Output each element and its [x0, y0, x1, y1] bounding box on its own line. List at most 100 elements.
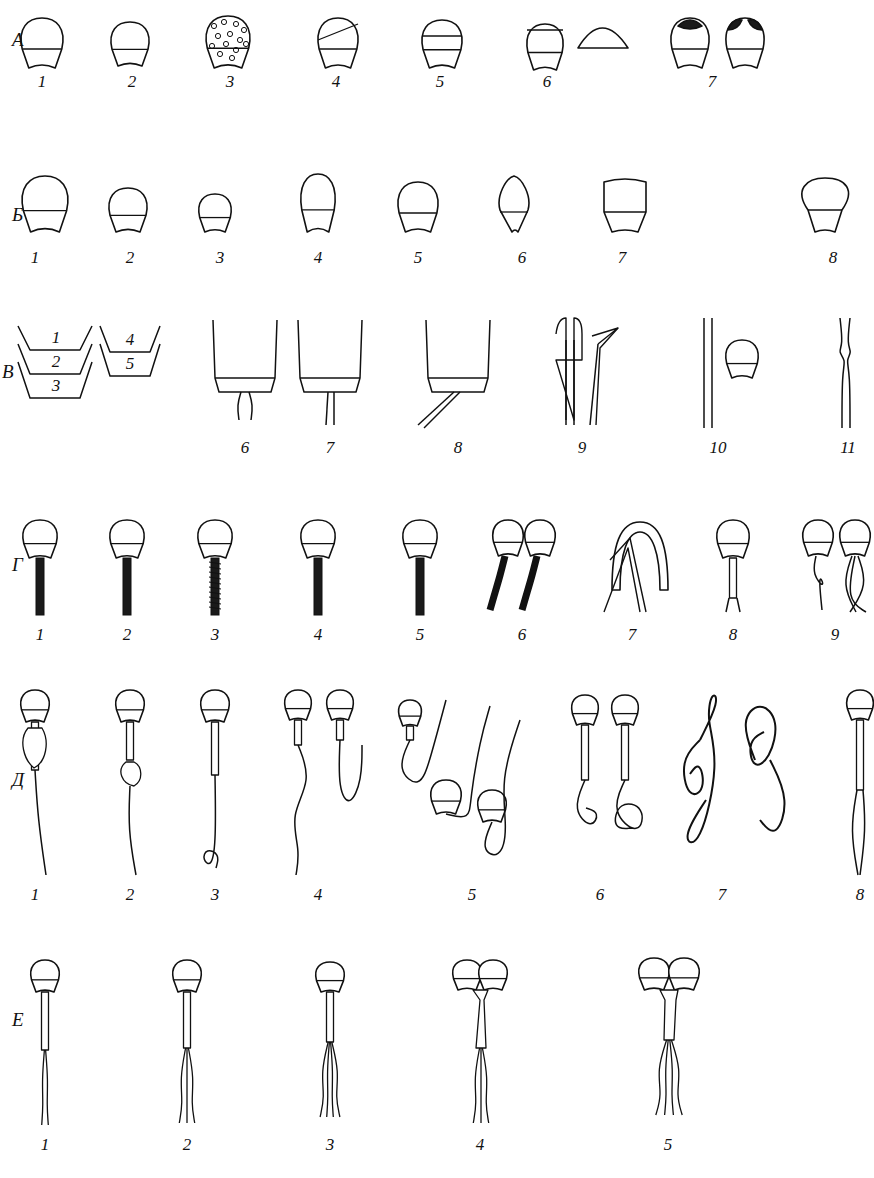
- sperm-outline: [209, 602, 221, 604]
- figure-number: 5: [664, 1135, 673, 1155]
- sperm-outline: [604, 179, 646, 232]
- sperm-outline: [285, 690, 312, 720]
- sperm-outline: [111, 543, 143, 544]
- sperm-outline: [199, 543, 231, 544]
- sperm-outline: [480, 978, 507, 979]
- figure-number: 1: [31, 885, 40, 905]
- sperm-outline: [129, 786, 136, 875]
- sperm-outline: [804, 542, 833, 543]
- figure-number: 2: [128, 72, 137, 92]
- sperm-outline: [847, 690, 874, 720]
- sperm-outline: [582, 725, 589, 780]
- sperm-outline: [612, 695, 639, 725]
- vacuole-dot: [241, 27, 246, 32]
- sperm-outline: [31, 960, 60, 992]
- sperm-outline: [711, 318, 713, 428]
- sperm-outline: [527, 24, 563, 70]
- sperm-outline: [209, 562, 221, 564]
- sperm-outline: [604, 211, 646, 212]
- sperm-outline: [337, 720, 344, 740]
- sperm-outline: [730, 558, 737, 598]
- sperm-outline: [802, 178, 849, 232]
- figure-number: 2: [126, 248, 135, 268]
- sperm-outline: [418, 392, 454, 425]
- sperm-outline: [117, 709, 144, 710]
- figure-number: 5: [414, 248, 423, 268]
- sperm-outline: [525, 520, 556, 556]
- sperm-outline: [22, 176, 68, 232]
- sperm-outline: [424, 392, 460, 428]
- row-letter: В: [2, 362, 14, 382]
- sperm-outline: [852, 790, 858, 875]
- sperm-outline: [726, 18, 764, 68]
- sperm-outline: [407, 726, 414, 740]
- sperm-outline: [403, 520, 437, 558]
- sperm-outline: [212, 722, 219, 775]
- vacuole-dot: [209, 43, 214, 48]
- sperm-outline: [22, 709, 49, 710]
- sperm-outline: [671, 18, 709, 68]
- sperm-outline: [671, 1040, 682, 1115]
- sperm-outline: [640, 977, 669, 978]
- sperm-outline: [327, 690, 354, 720]
- figure-number: 2: [126, 885, 135, 905]
- sperm-outline: [454, 978, 481, 979]
- sperm-outline: [482, 1048, 488, 1123]
- sperm-outline: [339, 740, 362, 801]
- sperm-outline: [209, 597, 221, 599]
- sperm-outline: [848, 318, 851, 428]
- sperm-outline: [110, 215, 146, 216]
- sperm-outline: [204, 775, 218, 868]
- sperm-outline: [572, 713, 597, 714]
- sperm-outline: [333, 392, 335, 425]
- midpiece: [211, 558, 219, 615]
- sperm-outline: [100, 326, 160, 352]
- figure-number: 5: [436, 72, 445, 92]
- sperm-outline: [215, 377, 275, 378]
- sperm-outline: [670, 1040, 674, 1115]
- sperm-outline: [748, 20, 762, 30]
- figure-number: 9: [578, 438, 587, 458]
- figure-number: 8: [454, 438, 463, 458]
- sperm-outline: [726, 598, 729, 612]
- sperm-outline: [202, 709, 229, 710]
- sperm-outline: [398, 182, 438, 232]
- sperm-outline: [188, 1048, 194, 1123]
- sperm-outline: [500, 211, 528, 212]
- sperm-outline: [678, 20, 702, 29]
- sperm-outline: [327, 1042, 330, 1117]
- sperm-outline: [803, 520, 834, 556]
- sperm-outline: [612, 522, 668, 590]
- sperm-outline: [42, 992, 49, 1050]
- figure-number: 4: [332, 72, 341, 92]
- sperm-outline: [604, 548, 640, 612]
- vacuole-dot: [233, 21, 238, 26]
- sperm-outline: [199, 194, 231, 232]
- vacuole-dot: [229, 55, 234, 60]
- figure-number: 3: [52, 376, 61, 396]
- figure-number: 1: [52, 328, 61, 348]
- sperm-outline: [422, 35, 462, 36]
- sperm-outline: [209, 592, 221, 594]
- sperm-outline: [578, 28, 628, 48]
- sperm-outline: [808, 209, 842, 210]
- figure-number: 5: [468, 885, 477, 905]
- sperm-outline: [399, 700, 422, 726]
- sperm-outline: [431, 780, 462, 814]
- figure-number: 7: [718, 885, 727, 905]
- sperm-outline: [209, 582, 221, 584]
- sperm-outline: [850, 556, 864, 612]
- sperm-outline: [23, 728, 46, 768]
- sperm-outline: [21, 18, 63, 68]
- sperm-outline: [485, 720, 520, 855]
- sperm-outline: [814, 556, 822, 610]
- figure-number: 4: [314, 248, 323, 268]
- sperm-outline: [213, 320, 277, 392]
- sperm-outline: [110, 520, 144, 558]
- sperm-outline: [209, 567, 221, 569]
- sperm-outline: [300, 377, 360, 378]
- sperm-outline: [527, 29, 563, 30]
- sperm-outline: [612, 713, 637, 714]
